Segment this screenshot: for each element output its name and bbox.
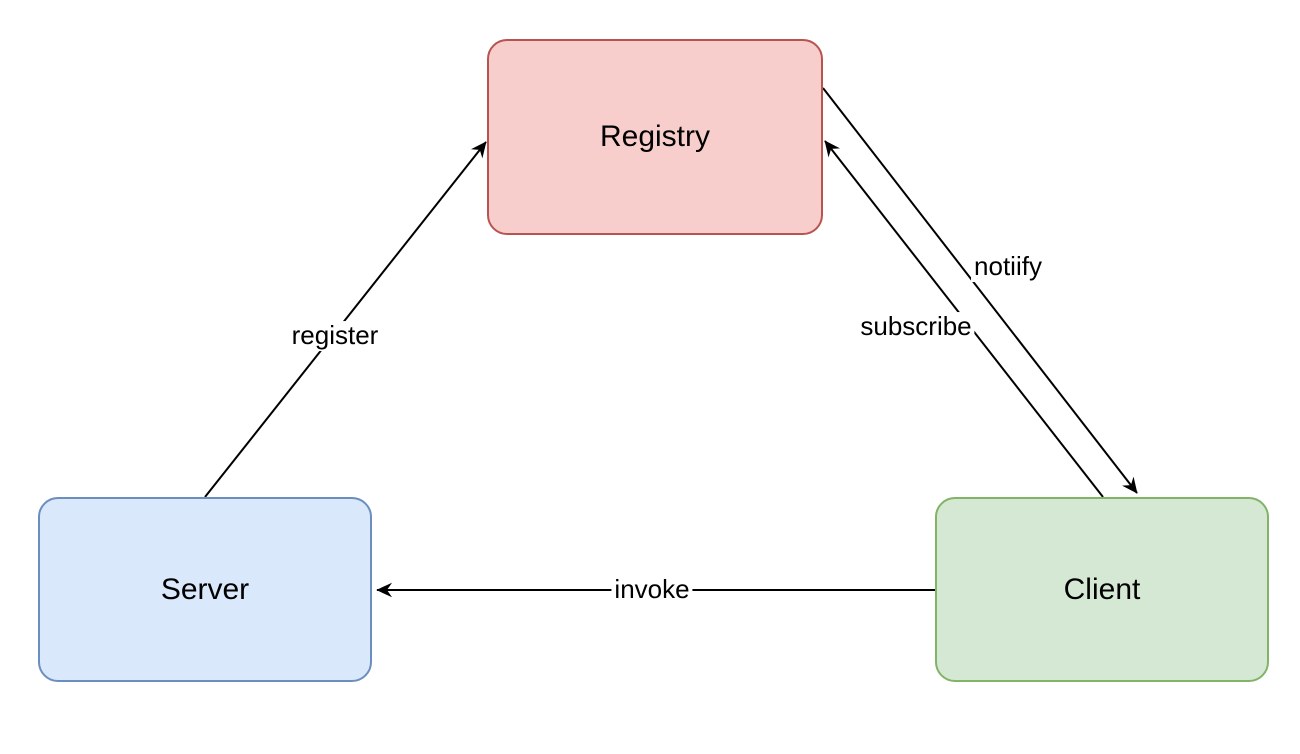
node-server-label: Server [160,572,250,606]
edge-register-arrow [204,141,487,498]
edge-label-notify: notiify [971,251,1045,282]
edge-label-register: register [288,320,382,351]
edge-notify-arrow [822,87,1138,494]
node-registry-label: Registry [599,120,711,153]
node-server: Server [38,497,372,682]
node-client: Client [935,497,1269,682]
node-registry: Registry [487,39,823,235]
node-client-label: Client [1063,572,1141,606]
edge-label-subscribe: subscribe [857,311,975,342]
edge-label-invoke: invoke [611,574,693,605]
